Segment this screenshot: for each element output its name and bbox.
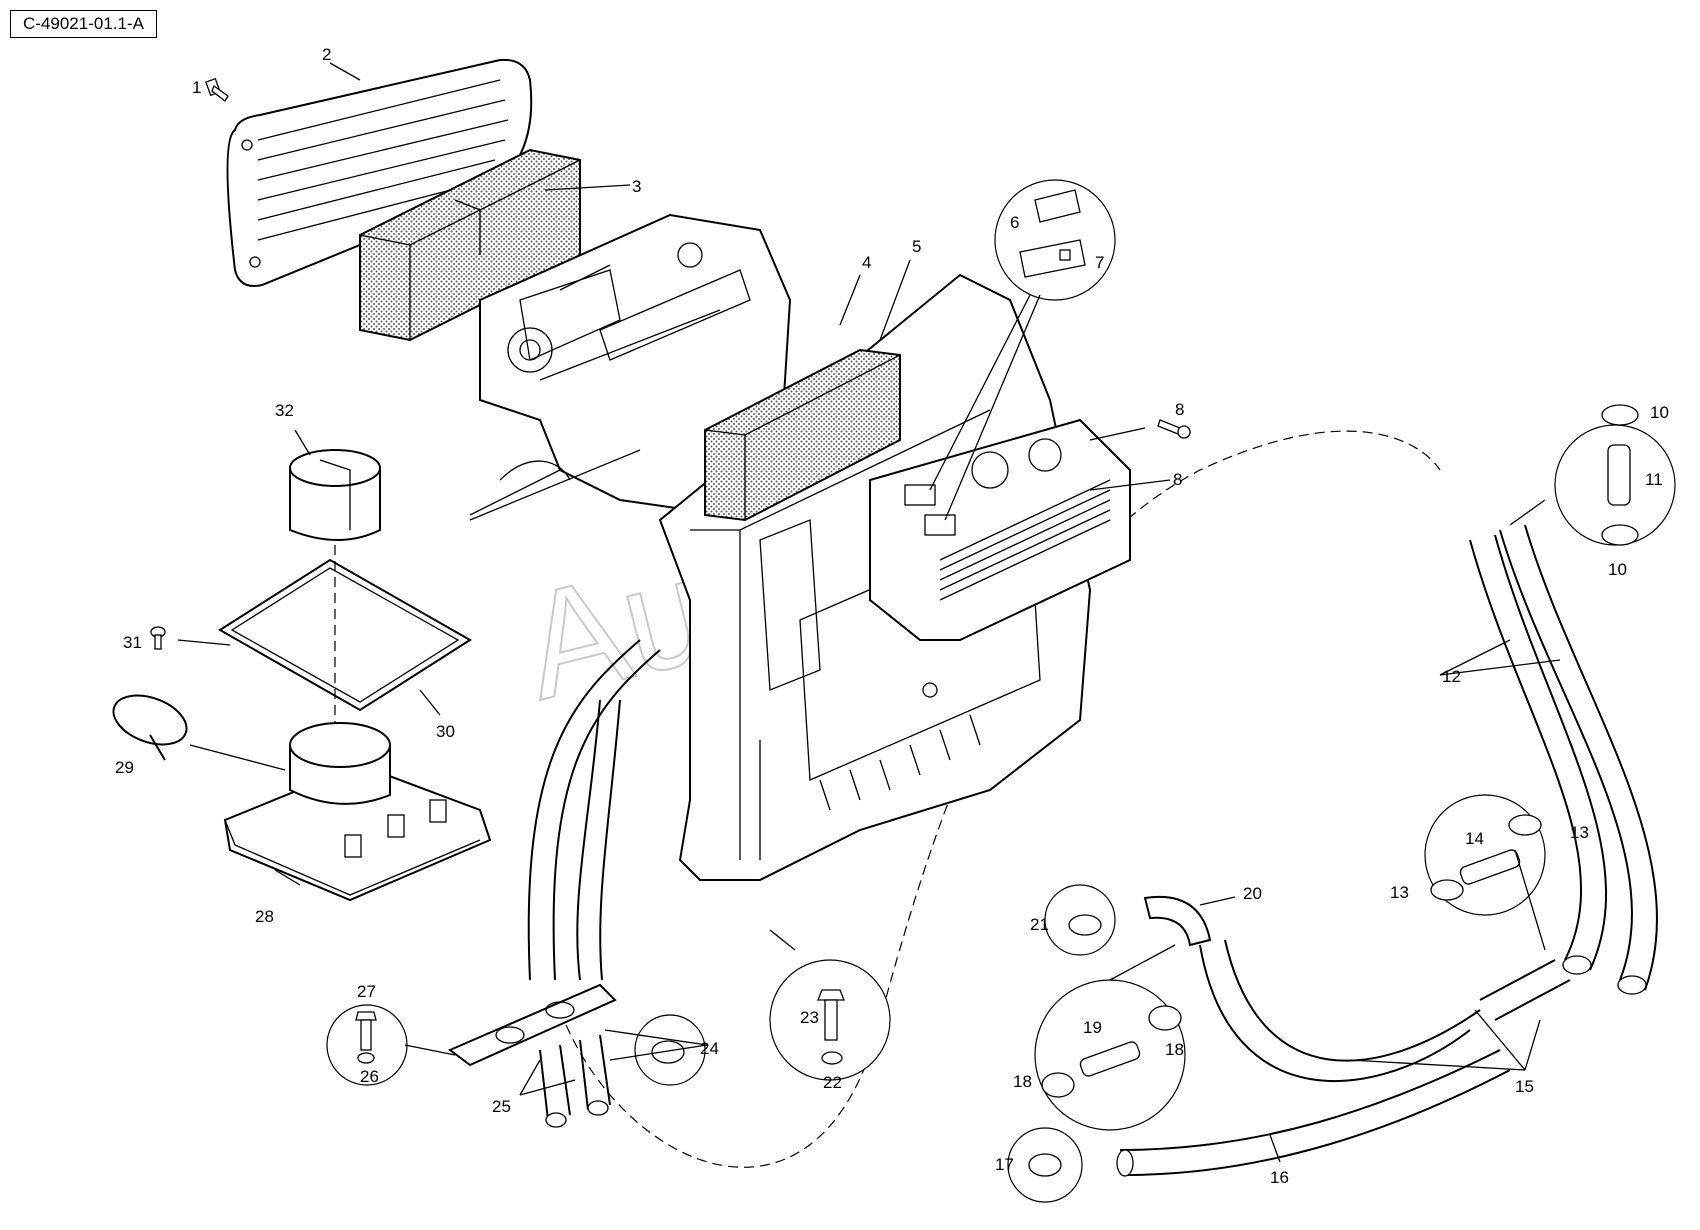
bolt-23 — [817, 989, 845, 1041]
bolt-27 — [355, 1011, 377, 1051]
callout-10b: 10 — [1608, 560, 1627, 579]
screw-31 — [150, 626, 166, 650]
clamp-17 — [1028, 1153, 1062, 1177]
cable-tie-29 — [112, 694, 188, 761]
callout-22: 22 — [823, 1073, 842, 1092]
leader-8b — [1089, 479, 1171, 491]
hose-25 — [539, 1034, 611, 1128]
connector-11 — [1607, 444, 1631, 506]
leader-7b-to-panel — [944, 294, 1041, 521]
callout-10a: 10 — [1650, 403, 1669, 422]
connector-14 — [1459, 849, 1521, 885]
vent-panel-8 — [869, 418, 1131, 641]
callout-8b: 8 — [1173, 470, 1182, 489]
callout-5: 5 — [912, 237, 921, 256]
callout-32: 32 — [275, 401, 294, 420]
callout-20: 20 — [1243, 884, 1262, 903]
callout-6: 6 — [1010, 213, 1019, 232]
callout-28: 28 — [255, 907, 274, 926]
callout-15: 15 — [1515, 1077, 1534, 1096]
callout-1: 1 — [192, 78, 201, 97]
clamp-18-left — [1041, 1072, 1075, 1098]
connector-19 — [1079, 1041, 1141, 1077]
callout-29: 29 — [115, 758, 134, 777]
callout-3: 3 — [632, 177, 641, 196]
heater-pipes — [469, 449, 661, 981]
callout-31: 31 — [123, 633, 142, 652]
clamp-10-bottom — [1601, 524, 1639, 546]
clamp-13-right — [1508, 814, 1542, 836]
callout-13a: 13 — [1570, 823, 1589, 842]
filter-element-5 — [704, 348, 901, 522]
leader-7-to-panel — [929, 294, 1031, 491]
screw-8 — [1157, 419, 1191, 439]
clamp-13-left — [1430, 879, 1464, 901]
callout-23: 23 — [800, 1008, 819, 1027]
callout-8a: 8 — [1175, 400, 1184, 419]
clamp-18-right — [1148, 1005, 1182, 1031]
gasket-30 — [218, 558, 472, 712]
washer-22 — [821, 1051, 843, 1065]
screw-part — [205, 77, 229, 102]
drawing-id-label: C-49021-01.1-A — [10, 10, 157, 38]
callout-26: 26 — [360, 1067, 379, 1086]
callout-19: 19 — [1083, 1018, 1102, 1037]
hose-16 — [1116, 1049, 1511, 1177]
callout-30: 30 — [436, 722, 455, 741]
cap-32 — [289, 449, 381, 541]
callout-24: 24 — [700, 1039, 719, 1058]
callout-18b: 18 — [1013, 1072, 1032, 1091]
switch-part-7 — [1019, 239, 1086, 278]
clamp-21 — [1068, 914, 1102, 936]
base-28 — [223, 722, 492, 902]
callout-12: 12 — [1442, 667, 1461, 686]
callout-2: 2 — [322, 45, 331, 64]
clamp-10-top — [1601, 404, 1639, 426]
callout-16: 16 — [1270, 1168, 1289, 1187]
callout-17: 17 — [995, 1155, 1014, 1174]
callout-11: 11 — [1645, 470, 1663, 489]
hose-15 — [1199, 939, 1571, 1082]
callout-27: 27 — [357, 982, 376, 1001]
callout-14: 14 — [1465, 829, 1484, 848]
hose-12 — [1469, 524, 1658, 995]
switch-part-6 — [1034, 189, 1081, 223]
callouts: 1 2 3 4 5 6 7 8 8 10 10 11 12 13 13 14 1… — [115, 45, 1669, 1187]
callout-4: 4 — [862, 253, 871, 272]
leader-lines — [177, 62, 1561, 1163]
clamp-24 — [651, 1040, 685, 1064]
callout-21: 21 — [1030, 915, 1049, 934]
callout-7: 7 — [1095, 253, 1104, 272]
callout-18a: 18 — [1165, 1040, 1184, 1059]
washer-26 — [357, 1052, 375, 1064]
mounting-plate — [448, 983, 617, 1067]
callout-25: 25 — [492, 1097, 511, 1116]
grille-part — [226, 58, 533, 287]
elbow-20 — [1143, 895, 1212, 947]
callout-13b: 13 — [1390, 883, 1409, 902]
